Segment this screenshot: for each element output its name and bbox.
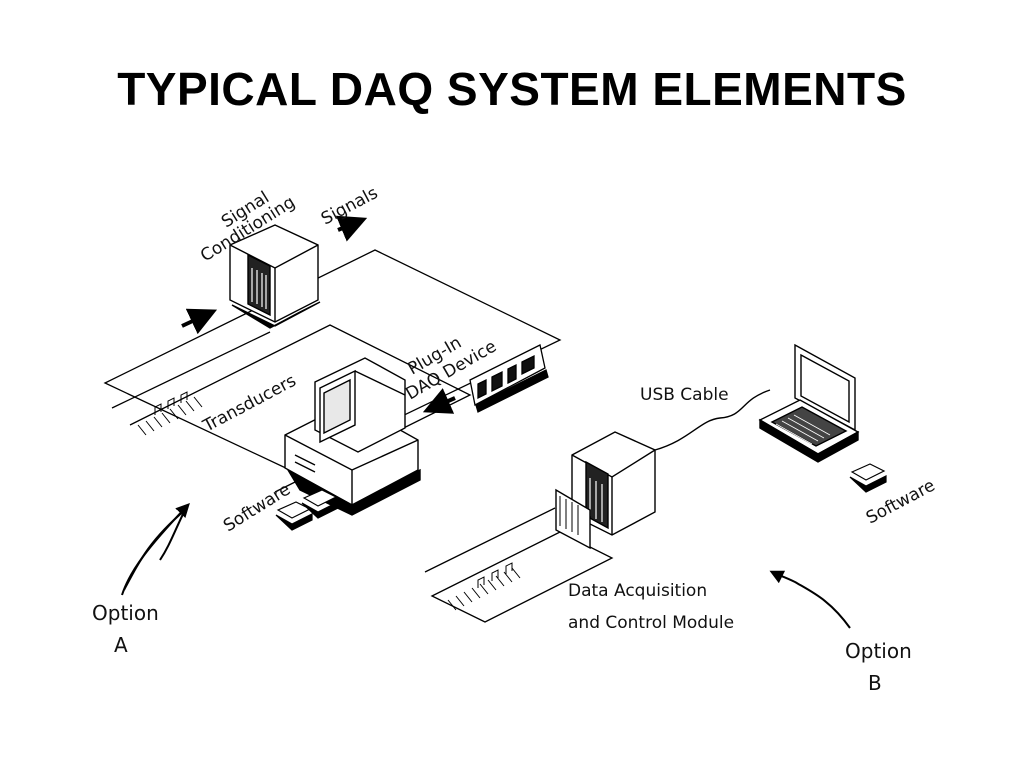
software-disk-b xyxy=(849,463,887,493)
slide-title: TYPICAL DAQ SYSTEM ELEMENTS xyxy=(117,63,907,115)
option-a-arrow xyxy=(121,502,190,596)
option-a-pointer xyxy=(123,509,186,591)
label-option-b-letter: B xyxy=(868,671,882,695)
software-disks-a xyxy=(275,489,339,531)
label-option-b: Option xyxy=(845,639,912,663)
desktop-computer xyxy=(284,357,421,516)
signals-arrow xyxy=(335,215,368,242)
label-module-line1: Data Acquisition xyxy=(568,581,707,601)
signal-conditioning-box xyxy=(229,224,321,329)
usb-cable-line xyxy=(654,389,771,451)
card-insert-arrow xyxy=(422,388,456,414)
option-b-arrow xyxy=(769,570,851,629)
label-transducers: Transducers xyxy=(199,371,300,437)
laptop-computer xyxy=(758,343,860,463)
label-usb-cable: USB Cable xyxy=(640,385,729,405)
label-option-a: Option xyxy=(92,601,159,625)
plug-in-daq-card xyxy=(469,344,549,413)
label-option-a-letter: A xyxy=(114,633,128,657)
label-signals: Signals xyxy=(318,183,381,229)
transducer-board-b xyxy=(424,507,614,623)
input-arrow xyxy=(181,308,218,335)
label-module-line2: and Control Module xyxy=(568,613,734,633)
daq-module xyxy=(555,431,656,550)
